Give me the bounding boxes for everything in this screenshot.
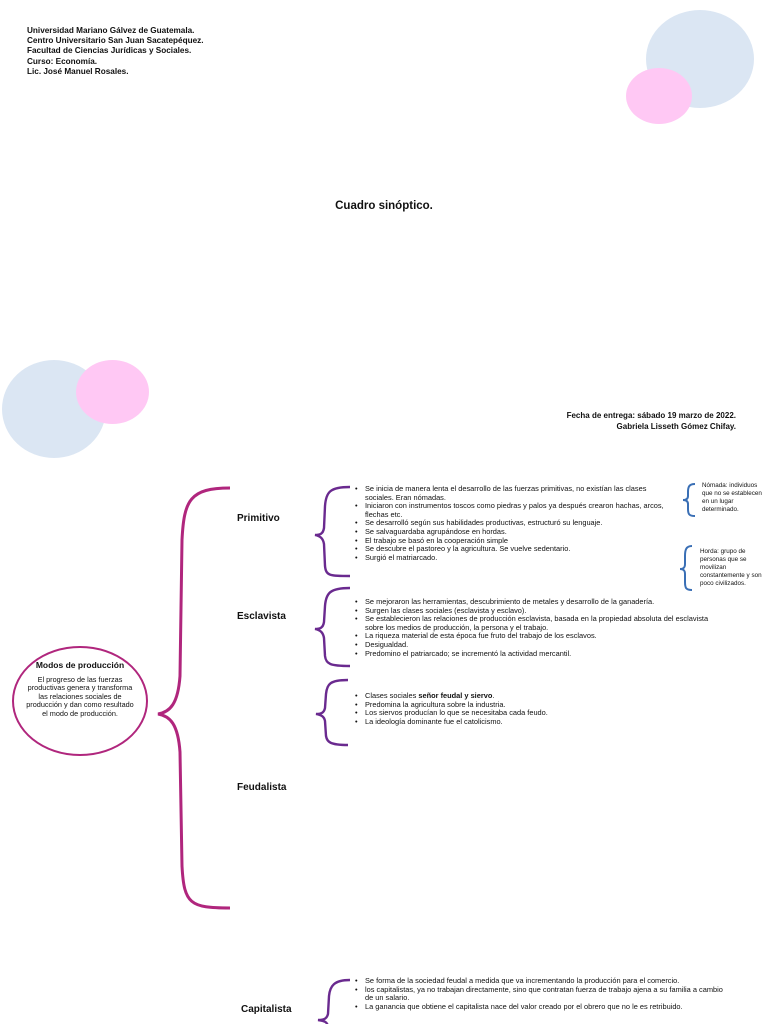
institution-header: Universidad Mariano Gálvez de Guatemala.… [27,26,204,77]
header-line: Universidad Mariano Gálvez de Guatemala. [27,26,195,35]
header-line: Lic. José Manuel Rosales. [27,66,129,76]
brace-note-nomada [682,483,696,517]
central-concept-oval: Modos de producción El progreso de las f… [12,646,148,756]
list-item: Surgió el matriarcado. [355,553,665,563]
delivery-info: Fecha de entrega: sábado 19 marzo de 202… [567,410,736,432]
list-item: Desigualdad. [355,640,725,650]
list-item: los capitalistas, ya no trabajan directa… [355,985,725,1003]
decor-circle-pink-mid [76,360,149,424]
brace-capitalista [317,978,351,1024]
brace-primitivo [314,485,351,578]
list-feudalista: Clases sociales señor feudal y siervo. P… [355,691,685,727]
list-item: Se inicia de manera lenta el desarrollo … [355,484,665,502]
brace-note-horda [679,545,693,591]
central-description: El progreso de las fuerzas productivas g… [26,675,134,718]
header-line: Curso: Economía. [27,56,98,66]
list-item: El trabajo se basó en la cooperación sim… [355,536,665,546]
header-line: Facultad de Ciencias Jurídicas y Sociale… [27,46,192,56]
list-item: Predomina la agricultura sobre la indust… [355,700,685,710]
list-item-text: Clases sociales [365,691,419,700]
list-item-text: . [492,691,495,700]
document-title: Cuadro sinóptico. [335,200,433,212]
list-item: Se descubre el pastoreo y la agricultura… [355,545,665,554]
label-feudalista: Feudalista [237,782,287,793]
brace-feudalista [315,678,349,747]
list-item: Se establecieron las relaciones de produ… [355,614,725,632]
list-item: La ideología dominante fue el catolicism… [355,717,685,727]
label-primitivo: Primitivo [237,513,280,524]
list-primitivo: Se inicia de manera lenta el desarrollo … [355,484,665,563]
delivery-date: Fecha de entrega: sábado 19 marzo de 202… [566,411,736,420]
decor-circle-pink-top [626,68,692,124]
list-item: Clases sociales señor feudal y siervo. [355,691,685,701]
label-capitalista: Capitalista [241,1004,292,1015]
list-item: Se mejoraron las herramientas, descubrim… [355,597,725,607]
list-item: La ganancia que obtiene el capitalista n… [355,1002,725,1012]
list-item: Los siervos producían lo que se necesita… [355,709,685,718]
list-item: Surgen las clases sociales (esclavista y… [355,606,725,616]
author-name: Gabriela Lisseth Gómez Chifay. [616,422,736,431]
list-capitalista: Se forma de la sociedad feudal a medida … [355,976,725,1012]
list-item: Iniciaron con instrumentos toscos como p… [355,501,665,519]
list-esclavista: Se mejoraron las herramientas, descubrim… [355,597,725,659]
note-horda: Horda: grupo de personas que se moviliza… [700,548,762,587]
list-item: Se desarrolló según sus habilidades prod… [355,519,665,528]
brace-esclavista [314,586,351,668]
header-line: Centro Universitario San Juan Sacatepéqu… [27,36,204,46]
central-title: Modos de producción [35,660,125,670]
list-item-bold: señor feudal y siervo [418,691,493,700]
label-esclavista: Esclavista [237,611,286,622]
list-item: Se forma de la sociedad feudal a medida … [355,976,725,986]
main-brace [157,486,231,910]
list-item: Se salvaguardaba agrupándose en hordas. [355,527,665,537]
note-nomada: Nómada: individuos que no se establecen … [702,482,762,513]
list-item: Predomino el patriarcado; se incrementó … [355,649,725,659]
list-item: La riqueza material de esta época fue fr… [355,632,725,641]
